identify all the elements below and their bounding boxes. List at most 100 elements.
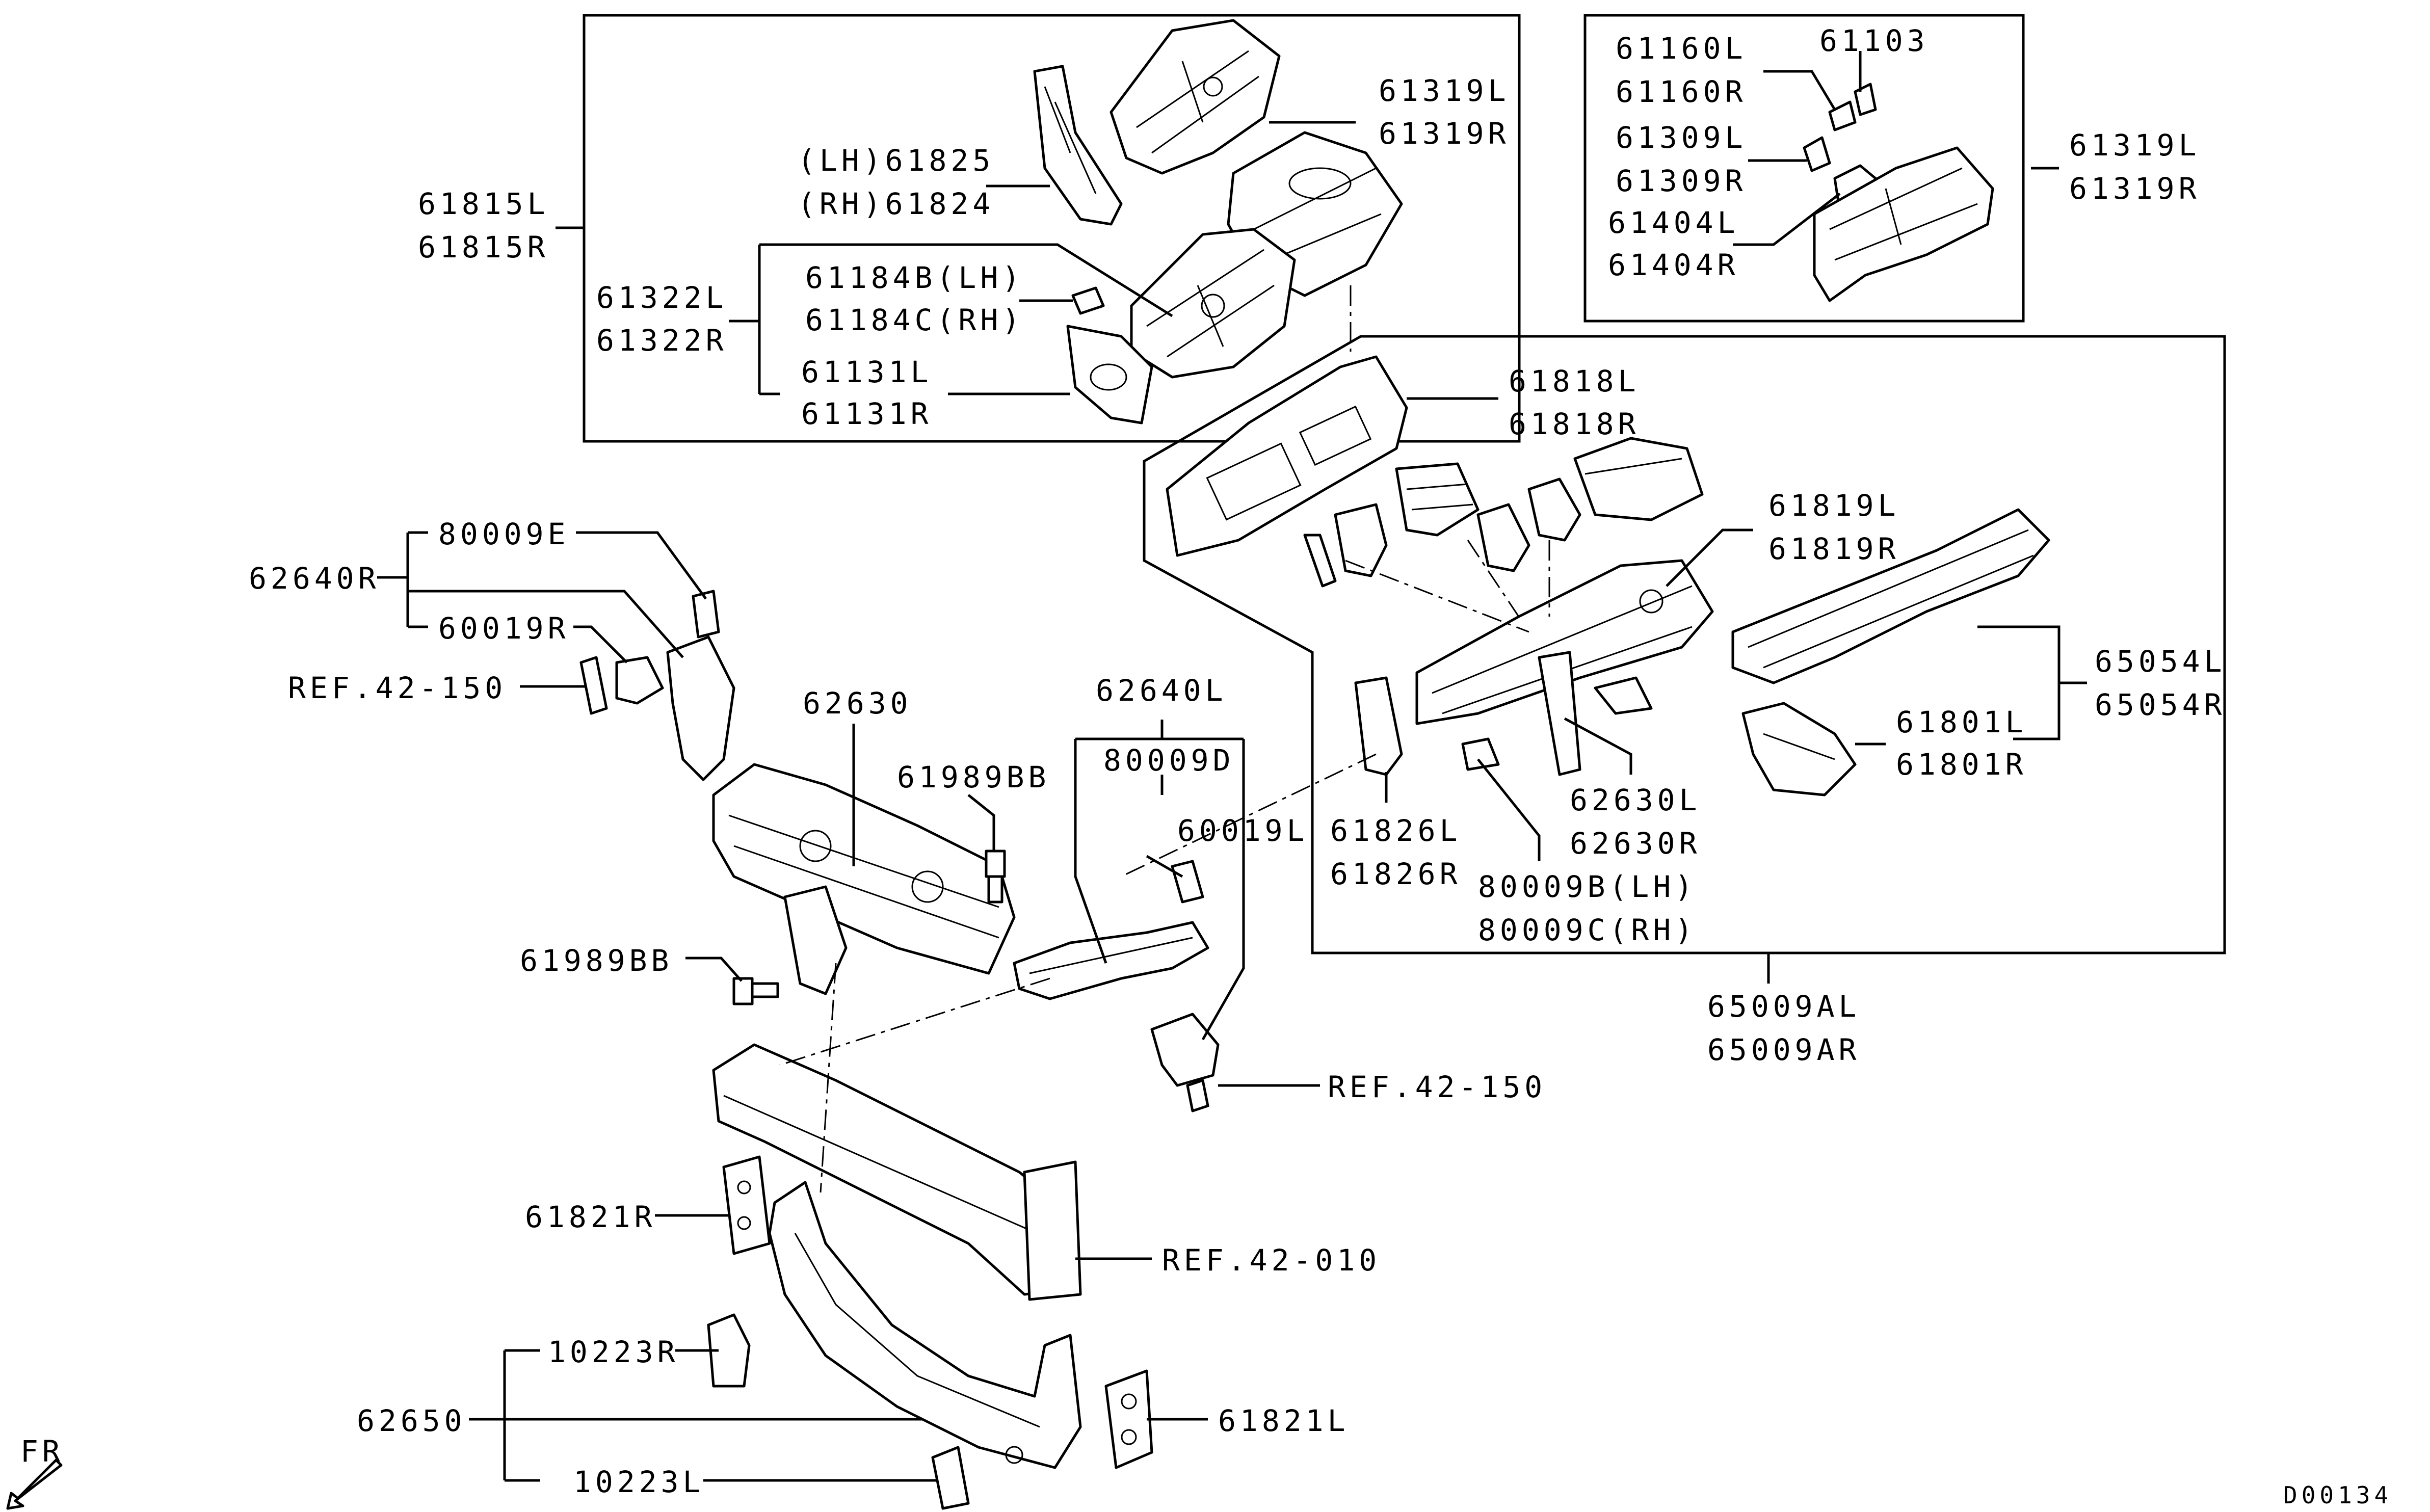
label-61821l: 61821L (1218, 1403, 1350, 1438)
label-61815-r: 61815R (418, 230, 549, 264)
label-65009-al: 65009AL (1707, 989, 1860, 1024)
part-ref-42-150-right (1186, 1079, 1209, 1112)
label-65054-l: 65054L (2095, 644, 2226, 679)
label-61826-l: 61826L (1330, 813, 1462, 848)
part-61103 (1854, 83, 1877, 116)
part-small-clip (1303, 534, 1337, 588)
label-61319-top-l: 61319L (1379, 73, 1510, 108)
label-ref-42-150-left: REF.42-150 (288, 671, 507, 705)
label-61160-l: 61160L (1616, 31, 1747, 66)
group-box-middle (1143, 335, 2226, 954)
part-61825 (1033, 65, 1123, 226)
part-62640L (1013, 921, 1209, 1000)
label-61825-rh: (RH)61824 (798, 187, 994, 221)
label-61825-lh: (LH)61825 (798, 143, 994, 178)
part-61818 (1166, 355, 1408, 557)
diagram-code: D00134 (2283, 1481, 2392, 1509)
part-62650 (768, 1181, 1082, 1469)
label-61319-right-l: 61319L (2069, 128, 2201, 163)
label-61184-lh: 61184B(LH) (805, 260, 1024, 295)
label-61103: 61103 (1819, 23, 1929, 58)
alignment-line-4 (1345, 540, 1550, 633)
alignment-line-2 (779, 753, 1377, 1066)
part-61989BB-lower (732, 977, 779, 1005)
part-65054 (1731, 508, 2050, 684)
part-60019L (1150, 1013, 1220, 1087)
part-61319-upper (1110, 19, 1281, 175)
label-61160-r: 61160R (1616, 74, 1747, 109)
part-61131 (1066, 325, 1153, 425)
label-80009c-rh: 80009C(RH) (1478, 913, 1697, 947)
part-10223R (707, 1313, 751, 1388)
label-ref-42-150-right: REF.42-150 (1328, 1070, 1546, 1104)
leader-lines (377, 51, 2087, 1482)
label-61826-r: 61826R (1330, 857, 1462, 891)
label-10223r: 10223R (548, 1335, 679, 1369)
label-10223l: 10223L (573, 1465, 705, 1499)
part-bracket-c (1476, 503, 1530, 572)
label-61989bb-lower: 61989BB (520, 943, 673, 978)
part-61815 (1130, 228, 1296, 379)
group-box-top-right (1583, 14, 2025, 323)
front-arrow-icon (6, 1458, 63, 1510)
label-ref-42-010: REF.42-010 (1162, 1243, 1381, 1278)
part-ref-42-010 (712, 1043, 1082, 1301)
label-60019l: 60019L (1177, 813, 1309, 848)
part-61821L (1104, 1369, 1153, 1469)
part-61184 (1071, 286, 1105, 315)
label-61404-l: 61404L (1608, 205, 1739, 240)
label-61801-r: 61801R (1896, 747, 2027, 782)
label-61319-right-r: 61319R (2069, 171, 2201, 206)
part-small-wedge (1594, 676, 1653, 715)
alignment-line-3 (820, 963, 837, 1193)
part-80009D (1171, 860, 1204, 904)
label-80009e: 80009E (438, 517, 570, 551)
part-bracket-a (1334, 503, 1388, 577)
label-61309-r: 61309R (1616, 164, 1747, 198)
label-60019r: 60019R (438, 611, 570, 646)
label-61818-l: 61818L (1509, 364, 1640, 399)
label-65009-ar: 65009AR (1707, 1032, 1860, 1067)
part-bracket-b (1395, 462, 1480, 537)
label-61818-r: 61818R (1509, 407, 1640, 441)
label-61819-r: 61819R (1768, 532, 1900, 566)
label-61404-r: 61404R (1608, 248, 1739, 282)
part-61309 (1803, 136, 1831, 172)
part-61821R (722, 1155, 771, 1255)
part-62640R (666, 635, 735, 781)
label-80009b-lh: 80009B(LH) (1478, 869, 1697, 904)
label-62640l: 62640L (1096, 673, 1227, 708)
label-61131-r: 61131R (801, 396, 933, 431)
label-80009d: 80009D (1103, 743, 1235, 778)
label-61821r: 61821R (525, 1200, 656, 1234)
part-62630LR (1538, 651, 1581, 776)
part-61160 (1828, 100, 1857, 131)
part-61989BB-upper (985, 850, 1006, 904)
label-62630: 62630 (803, 686, 912, 721)
part-61801 (1741, 702, 1857, 797)
part-61319-right (1813, 146, 1994, 302)
part-ref-42-150-left (579, 656, 608, 715)
label-61815-l: 61815L (418, 187, 549, 221)
label-62630-r: 62630R (1570, 826, 1701, 861)
label-61184-rh: 61184C(RH) (805, 303, 1024, 337)
label-61819-l: 61819L (1768, 488, 1900, 523)
label-61319-top-r: 61319R (1379, 116, 1510, 151)
part-bracket-d (1527, 478, 1581, 542)
label-61801-l: 61801L (1896, 705, 2027, 739)
label-61309-l: 61309L (1616, 120, 1747, 155)
part-61826 (1354, 676, 1403, 776)
part-62630 (712, 763, 1016, 995)
label-61322-l: 61322L (596, 280, 728, 315)
part-bracket-e (1573, 437, 1704, 521)
label-62630-l: 62630L (1570, 783, 1701, 817)
label-65054-r: 65054R (2095, 687, 2226, 722)
part-80009E (692, 590, 720, 639)
label-62640r: 62640R (249, 561, 380, 596)
label-61322-r: 61322R (596, 323, 728, 358)
part-60019R (615, 656, 664, 705)
label-61989bb-upper: 61989BB (897, 760, 1050, 794)
part-80009BC (1461, 737, 1500, 771)
label-61131-l: 61131L (801, 355, 933, 389)
part-10223L (931, 1446, 970, 1510)
